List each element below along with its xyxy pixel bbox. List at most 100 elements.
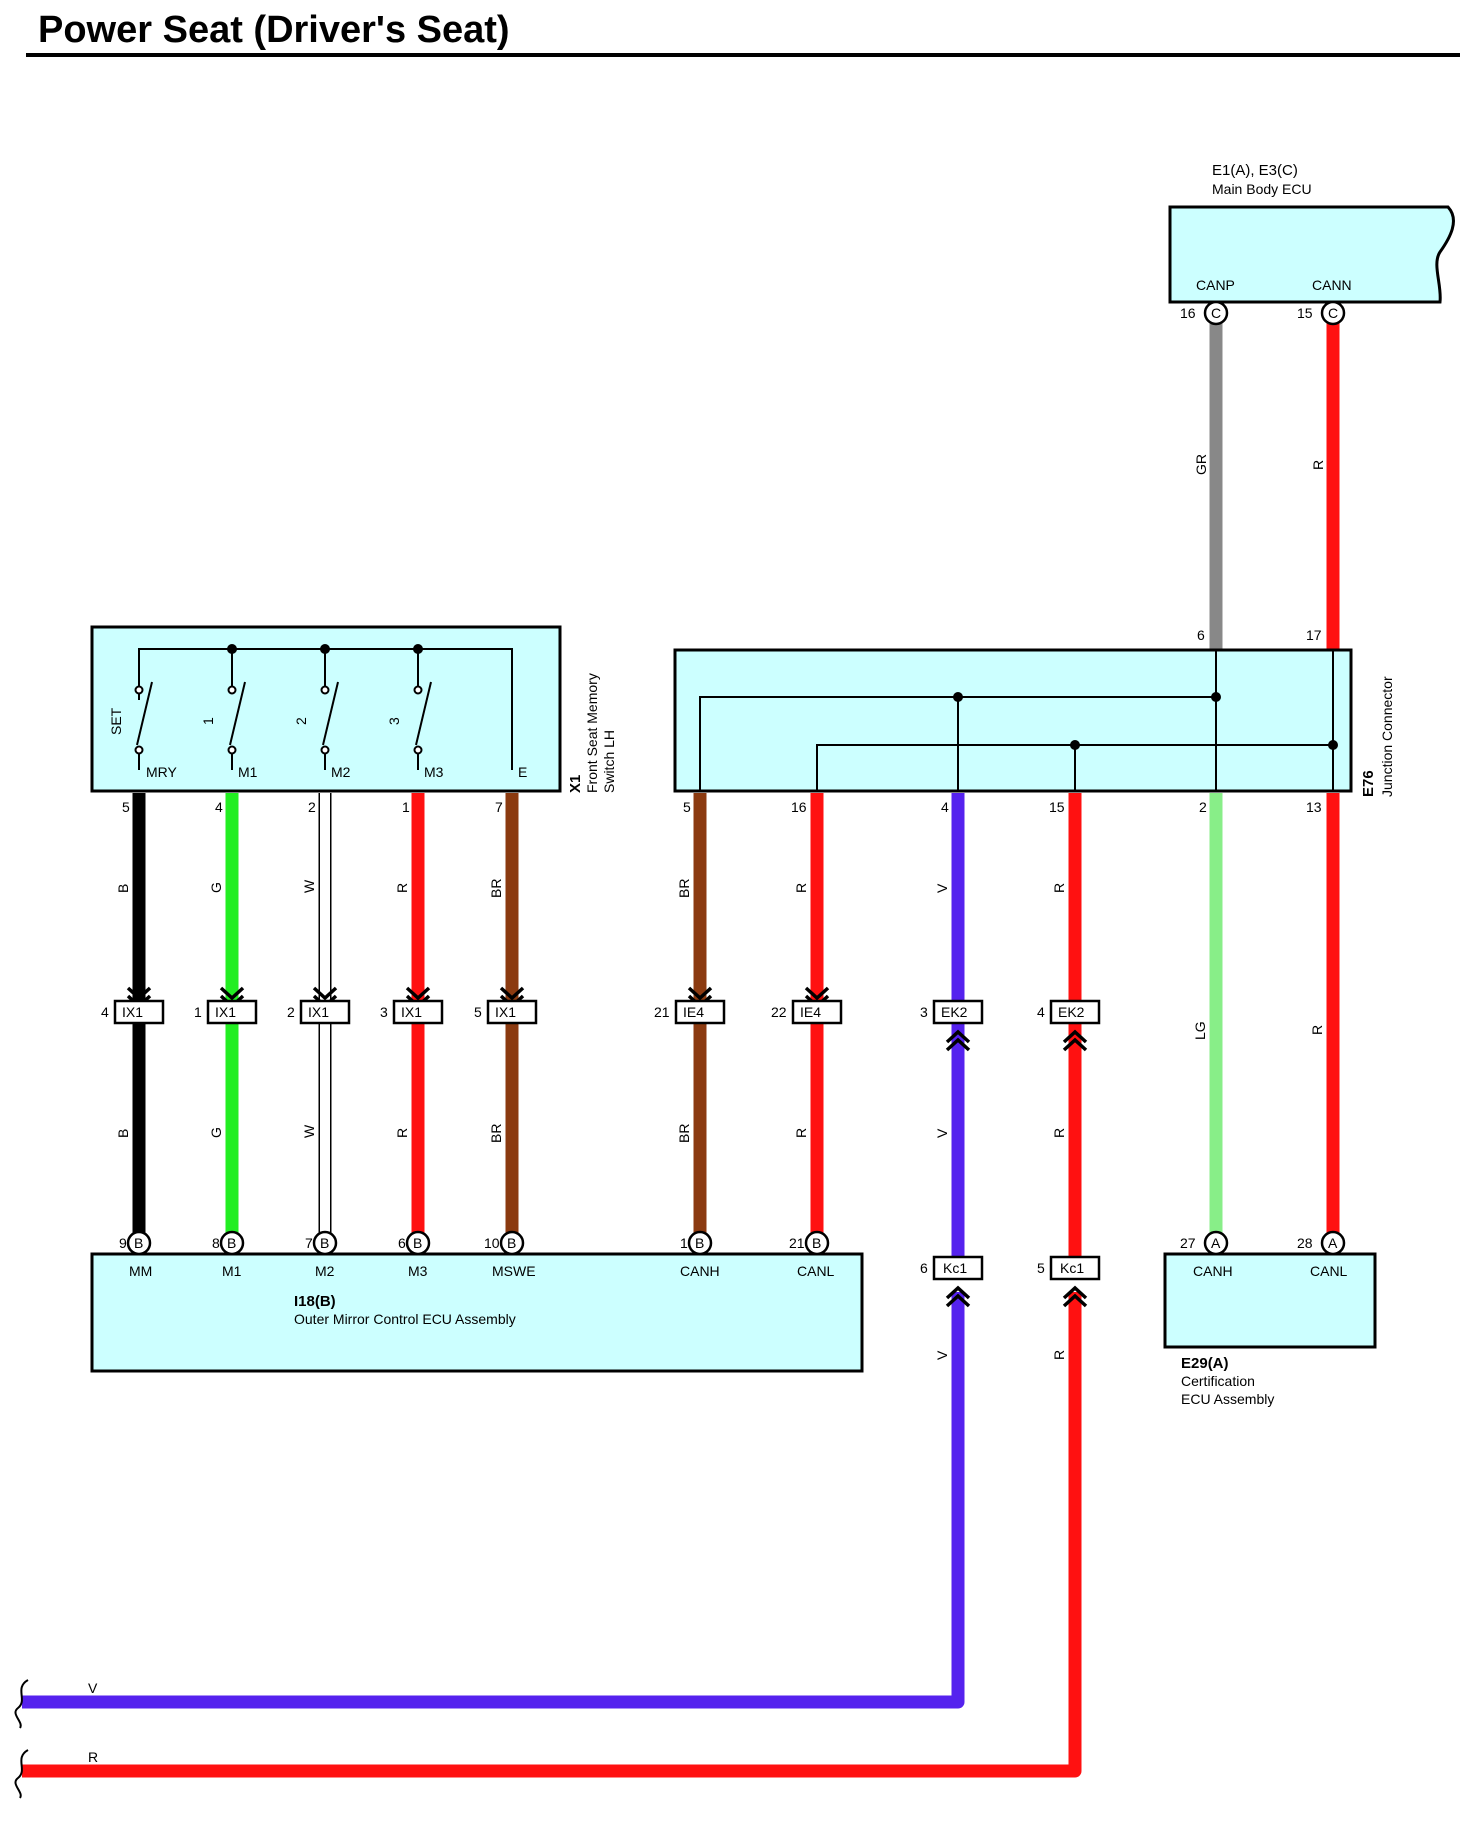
wire-label-lg: LG [1192,1021,1208,1040]
jc-canl-bus [816,744,1333,791]
pin-circle [804,1230,830,1256]
pin-circle [1203,1230,1229,1256]
pin-circle [1320,1230,1346,1256]
inline-connector-pin: 5 [474,1004,482,1020]
inline-connector-pin: 22 [771,1004,787,1020]
page-title: Power Seat (Driver's Seat) [38,9,510,51]
pin-label: 4 [215,799,223,815]
pin-circle [126,1230,152,1256]
inline-connector-box [791,999,843,1025]
pin-connector: B [507,1235,516,1251]
pin-connector: A [1328,1235,1338,1251]
break-mark-r [14,1749,29,1799]
terminal-label: MM [129,1263,152,1279]
pin-connector: B [227,1235,236,1251]
pin-label: 7 [495,799,503,815]
inline-connector-box [932,999,984,1025]
junction-dot [413,644,423,654]
pin-circle [687,1230,713,1256]
upper-wire-labels: B G W R BR BR R V R LG R [115,879,1325,1040]
pin-label: 4 [941,799,949,815]
kc1-pin: 6 [920,1260,928,1276]
terminal-cann: CANN [1312,277,1352,293]
pin-circle [312,1230,338,1256]
inline-connector-box [486,999,538,1025]
mirror-ecu-box [90,1252,864,1373]
pin-label: 2 [308,799,316,815]
pin-connector: B [812,1235,821,1251]
pin-number: 28 [1297,1235,1313,1251]
pin-label-16: 16 [1180,305,1196,321]
wire-label-exit-r: R [88,1749,98,1765]
wire-label-r-right: R [1309,1025,1325,1035]
wire-label: R [793,1128,809,1138]
wire-label: BR [488,879,504,898]
wire-label-r-top: R [1310,460,1326,470]
inline-connector-name: EK2 [1058,1004,1085,1020]
junction-pin-6: 6 [1197,627,1205,643]
wire-label: W [301,1124,317,1138]
mirror-ecu: I18(B) Outer Mirror Control ECU Assembly [90,1252,864,1373]
main-body-ecu: E1(A), E3(C) Main Body ECU CANP CANN [1168,162,1455,304]
terminal-label: M2 [315,1263,335,1279]
wire-label: BR [676,879,692,898]
memory-switch-id: X1 [567,775,584,793]
inline-connector-name: IX1 [122,1004,143,1020]
inline-connector-name: IX1 [215,1004,236,1020]
inline-connector-name: IX1 [495,1004,516,1020]
pin-label: 1 [402,799,410,815]
inline-connector-box [113,999,165,1025]
inline-connector-pin: 4 [101,1004,109,1020]
inline-connector-ix1: IX1 5 [474,986,538,1025]
wire-label-gr: GR [1193,454,1209,475]
main-body-ecu-pins: C 16 C 15 [1180,300,1346,326]
inline-connector-name: IE4 [683,1004,704,1020]
pin-connector-c2: C [1328,305,1338,321]
memory-switch-name-1: Front Seat Memory [584,673,600,793]
memory-switch-name-2: Switch LH [601,730,617,793]
pin-connector: B [320,1235,329,1251]
wire-v-exit [22,1292,965,1709]
memory-switch: SET 1 2 3 MRY M1 M2 M3 E X1 Front Seat M… [90,625,617,793]
junction-dot [1211,692,1221,702]
inline-connector-pin: 1 [194,1004,202,1020]
cert-ecu-id: E29(A) [1181,1355,1229,1372]
inline-connector-name: EK2 [941,1004,968,1020]
kc1-connector: Kc1 6 [920,1255,984,1308]
switch-2 [320,681,339,770]
inline-connector-box [674,999,726,1025]
wire-label-exit-v: V [88,1680,98,1696]
wires-upper [132,793,1340,1265]
wire-label: B [115,1129,131,1138]
terminal-e: E [518,764,527,780]
mirror-ecu-name: Outer Mirror Control ECU Assembly [294,1311,516,1327]
wire-label: BR [676,1124,692,1143]
pin-number: 6 [398,1235,406,1251]
kc1-box [1049,1255,1101,1281]
pin-circle-16 [1203,300,1229,326]
kc1-name: Kc1 [1060,1260,1084,1276]
inline-connector-pin: 21 [654,1004,670,1020]
pin-connector-c1: C [1211,305,1221,321]
pin-number: 27 [1180,1235,1196,1251]
pin-circle-15 [1320,300,1346,326]
pin-number: 21 [789,1235,805,1251]
wire-label: BR [488,1124,504,1143]
kc1-name: Kc1 [943,1260,967,1276]
inline-connector-ix1: IX1 4 [101,986,165,1025]
inline-connector-pin: 3 [920,1004,928,1020]
wire-label-kc-v: V [934,1350,950,1360]
pin-circle [219,1230,245,1256]
terminal-m1: M1 [238,764,258,780]
terminal-label: CANL [797,1263,835,1279]
inline-connector-pin: 3 [380,1004,388,1020]
cert-ecu-name-1: Certification [1181,1373,1255,1389]
